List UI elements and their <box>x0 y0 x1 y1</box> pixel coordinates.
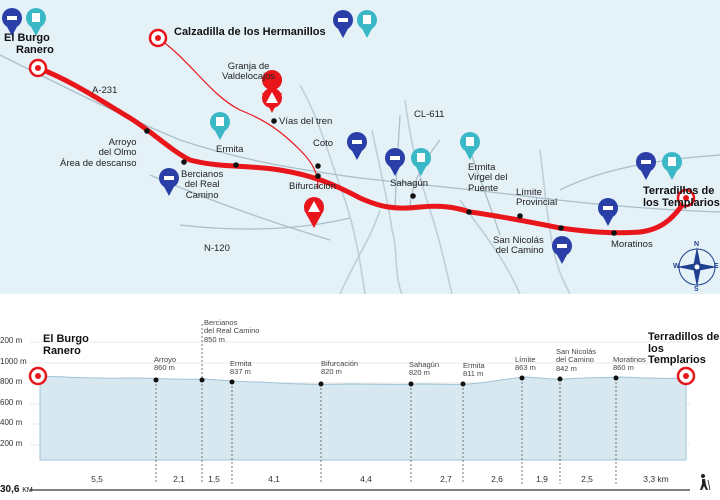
church-pin-icon[interactable] <box>662 152 682 180</box>
stop-moratinos: Moratinos 860 m <box>613 355 646 373</box>
stop-sannicolas: San Nicolás del Camino 842 m <box>556 347 597 373</box>
lodging-pin-icon[interactable] <box>385 148 405 176</box>
axis-label: 200 m <box>0 336 23 345</box>
detour-marker-icon <box>148 28 168 48</box>
profile-start-label: El Burgo Ranero <box>43 333 89 357</box>
detour-label: Calzadilla de los Hermanillos <box>174 26 326 38</box>
place-ermita2: Ermita Virgel del Puente <box>468 162 508 194</box>
church-pin-icon[interactable] <box>26 8 46 36</box>
road-a231: A-231 <box>92 85 118 96</box>
stop-ermita2: Ermita 811 m <box>463 361 485 379</box>
lodging-pin-icon[interactable] <box>159 168 179 196</box>
total-distance-unit: KM <box>22 487 33 494</box>
axis-label: 200 m <box>0 439 23 448</box>
segment-distance: 2,7 <box>440 474 452 484</box>
profile-start-marker-icon <box>28 366 48 386</box>
warning-pin-icon <box>262 70 283 113</box>
end-marker-icon <box>676 188 696 208</box>
lodging-pin-icon[interactable] <box>552 236 572 264</box>
warning-pin-icon <box>304 197 324 228</box>
profile-end-label: Terradillos de los Templarios <box>648 331 720 367</box>
compass-n: N <box>694 241 700 248</box>
segment-distance: 3,3 km <box>643 474 669 484</box>
hiker-icon <box>700 474 711 491</box>
map-graphics <box>0 8 720 294</box>
total-distance-value: 30,6 <box>0 484 20 495</box>
lodging-pin-icon[interactable] <box>333 10 353 38</box>
stop-limite: Límite 863 m <box>515 355 536 373</box>
place-arroyo: Arroyo del Olmo Área de descanso <box>60 137 137 169</box>
lodging-pin-icon[interactable] <box>598 198 618 226</box>
church-pin-icon[interactable] <box>357 10 377 38</box>
start-label-line1: El Burgo <box>4 32 50 44</box>
place-coto: Coto <box>313 138 334 149</box>
lodging-pin-icon[interactable] <box>636 152 656 180</box>
compass-s: S <box>694 286 699 293</box>
axis-label: 1000 m <box>0 357 27 366</box>
segment-distance: 1,9 <box>536 474 548 484</box>
stop-arroyo: Arroyo 860 m <box>154 355 177 373</box>
axis-label: 400 m <box>0 418 23 427</box>
stop-bercianos: Bercianos del Real Camino 850 m <box>204 318 260 344</box>
start-label: El Burgo Ranero <box>4 32 54 56</box>
place-moratinos: Moratinos <box>611 239 653 250</box>
lodging-pin-icon[interactable] <box>347 132 367 160</box>
stop-bifurcacion: Bifurcación 820 m <box>321 359 359 377</box>
place-bercianos: Bercianos del Real Camino <box>181 169 224 201</box>
end-label-line2: los Templarios <box>643 196 720 209</box>
place-sahagun: Sahagún <box>390 178 429 189</box>
road-n120: N-120 <box>204 243 230 254</box>
church-pin-icon[interactable] <box>460 132 480 160</box>
start-label-line2: Ranero <box>16 43 54 56</box>
segment-distance: 4,4 <box>360 474 372 484</box>
total-distance: 30,6 KM <box>0 484 33 495</box>
place-ermita: Ermita <box>216 144 244 155</box>
segment-distance: 2,5 <box>581 474 593 484</box>
segment-distance: 2,1 <box>173 474 185 484</box>
start-marker-icon <box>28 58 48 78</box>
stop-sahagun: Sahagún 820 m <box>409 360 440 378</box>
segment-distance: 5,5 <box>91 474 103 484</box>
place-sannicolas: San Nicolás del Camino <box>493 235 544 257</box>
lodging-pin-icon[interactable] <box>2 8 22 36</box>
place-bifurcacion: Bifurcación <box>289 181 336 192</box>
segment-distance: 2,6 <box>491 474 503 484</box>
end-label: Terradillos de los Templarios <box>643 185 720 209</box>
end-label-line1: Terradillos de <box>643 185 715 197</box>
place-vias: Vías del tren <box>279 116 333 127</box>
profile-graphics <box>28 324 711 491</box>
stop-ermita: Ermita 837 m <box>230 359 252 377</box>
profile-end-marker-icon <box>676 366 696 386</box>
elevation-profile: 200 m 1000 m 800 m 600 m 400 m 200 m El … <box>0 294 720 500</box>
road-cl611: CL-611 <box>414 109 445 120</box>
place-granja: Granja de Valdelocajos <box>222 61 276 83</box>
segment-distance: 1,5 <box>208 474 220 484</box>
segment-distance: 4,1 <box>268 474 280 484</box>
church-pin-icon[interactable] <box>411 148 431 176</box>
compass-w: W <box>673 263 680 270</box>
route-map[interactable]: El Burgo Ranero Calzadilla de los Herman… <box>0 0 720 294</box>
axis-label: 800 m <box>0 377 23 386</box>
compass-rose-icon <box>677 247 717 287</box>
place-limite: Límite Provincial <box>516 187 558 209</box>
axis-label: 600 m <box>0 398 23 407</box>
church-pin-icon[interactable] <box>210 112 230 140</box>
compass-e: E <box>714 263 719 270</box>
